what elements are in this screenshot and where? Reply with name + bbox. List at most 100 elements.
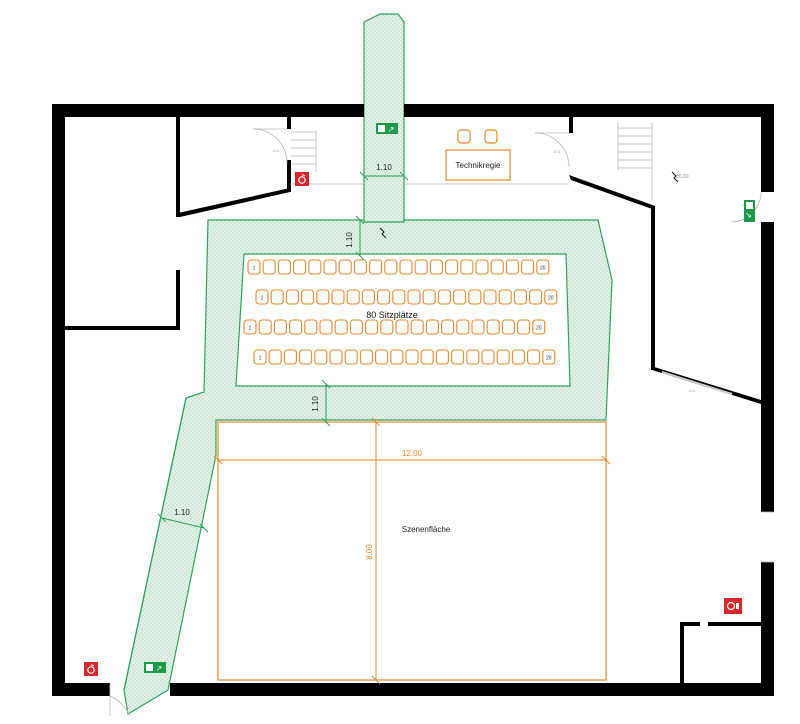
seat	[384, 259, 398, 275]
seat	[471, 319, 485, 335]
seat	[329, 349, 343, 365]
seat	[243, 319, 257, 335]
seat	[498, 289, 512, 305]
seat	[451, 349, 465, 365]
seat	[532, 319, 546, 335]
svg-text:↗: ↗	[156, 664, 163, 673]
svg-text:↗: ↗	[744, 212, 753, 219]
electric-socket-icon	[379, 171, 679, 239]
seat	[247, 259, 261, 275]
seat	[410, 319, 424, 335]
seat	[258, 319, 272, 335]
seat	[536, 259, 550, 275]
seat	[304, 319, 318, 335]
seat	[253, 349, 267, 365]
ramp-width-dimension: 1.10	[174, 508, 190, 517]
seat	[346, 289, 360, 305]
seat-number: 1	[253, 266, 256, 272]
seat	[301, 289, 315, 305]
seat	[425, 319, 439, 335]
seat	[331, 289, 345, 305]
seat	[435, 349, 449, 365]
seat	[268, 349, 282, 365]
seat	[334, 319, 348, 335]
seat	[273, 319, 287, 335]
seat	[353, 259, 367, 275]
emergency-exit-sign-icon: ↗	[744, 200, 755, 222]
seat	[390, 349, 404, 365]
seat	[361, 289, 375, 305]
seat	[490, 259, 504, 275]
seat-number: 20	[536, 326, 542, 332]
stage-depth-dimension: 8.00	[365, 544, 374, 560]
seat	[380, 319, 394, 335]
fire-extinguisher-icon	[295, 172, 309, 186]
seat	[420, 349, 434, 365]
seat	[377, 289, 391, 305]
seats-label: 80 Sitzplätze	[366, 310, 418, 320]
seat	[293, 259, 307, 275]
emergency-exit-sign-icon: ↗	[144, 662, 166, 673]
seat	[399, 259, 413, 275]
seat	[262, 259, 276, 275]
fire-hose-icon	[724, 598, 742, 614]
corridor-width-dimension: 1.10	[376, 163, 392, 172]
seat	[319, 319, 333, 335]
control-room-label: Technikregie	[456, 161, 501, 170]
stage-area: 12.00 8.00 Szenenfläche	[213, 417, 611, 685]
door-annotation: .2.0	[272, 148, 279, 153]
seat	[359, 349, 373, 365]
seat-number: 20	[546, 356, 552, 362]
seat	[323, 259, 337, 275]
seat	[544, 289, 558, 305]
chair	[484, 129, 498, 144]
seat	[501, 319, 515, 335]
seat	[529, 289, 543, 305]
seat-number: 20	[540, 266, 546, 272]
door-annotation: .2.0	[688, 388, 695, 393]
seat	[481, 349, 495, 365]
seat	[338, 259, 352, 275]
stage-label: Szenenfläche	[402, 525, 451, 534]
seat	[422, 289, 436, 305]
seat	[483, 289, 497, 305]
seat	[429, 259, 443, 275]
seat	[314, 349, 328, 365]
seat	[407, 289, 421, 305]
seat	[542, 349, 556, 365]
seat	[441, 319, 455, 335]
seat	[456, 319, 470, 335]
seat	[460, 259, 474, 275]
seat	[414, 259, 428, 275]
seat	[496, 349, 510, 365]
seat	[299, 349, 313, 365]
seat-number: 1	[249, 326, 252, 332]
seat	[517, 319, 531, 335]
emergency-exit-sign-icon: ↗	[376, 123, 398, 134]
seat	[513, 289, 527, 305]
seat	[405, 349, 419, 365]
seat	[344, 349, 358, 365]
seat	[365, 319, 379, 335]
seat-number: 1	[259, 356, 262, 362]
seat	[277, 259, 291, 275]
seat	[369, 259, 383, 275]
control-room: Technikregie	[445, 129, 511, 181]
seat-number: 20	[548, 296, 554, 302]
dimension-markers	[157, 171, 409, 533]
level-mark: ±0,00	[676, 174, 689, 180]
aisle-width-dimension: 1.10	[311, 396, 320, 412]
seat	[285, 289, 299, 305]
seat	[395, 319, 409, 335]
fire-extinguisher-icon	[84, 662, 98, 676]
chair	[457, 129, 471, 144]
door-annotation: .2.0	[553, 149, 560, 154]
seat	[527, 349, 541, 365]
seat	[392, 289, 406, 305]
svg-text:↗: ↗	[388, 125, 395, 134]
seat	[466, 349, 480, 365]
seat	[521, 259, 535, 275]
seat	[270, 289, 284, 305]
seat	[511, 349, 525, 365]
